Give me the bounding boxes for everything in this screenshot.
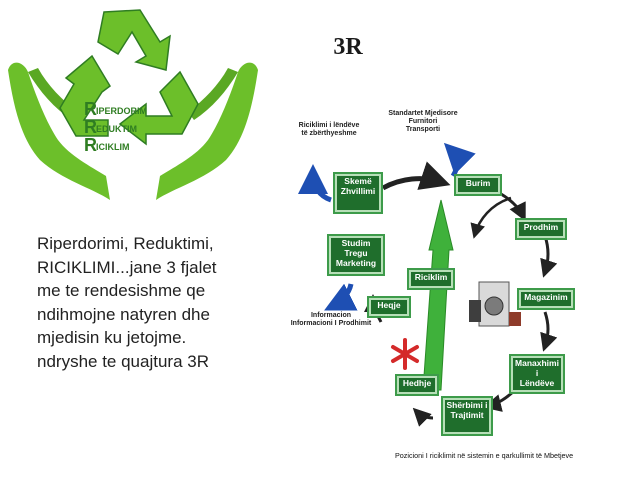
diagram-arrows (298, 142, 558, 427)
slide-title: 3R (333, 34, 363, 60)
recycling-machine-icon (469, 281, 521, 327)
black-arrow (470, 196, 512, 239)
blue-arrow (298, 164, 332, 203)
logo-word3: ICIKLIM (96, 142, 130, 152)
3r-logo: R IPERDORIM R EDUKTIM R ICIKLIM (8, 9, 258, 200)
black-arrow (381, 161, 451, 191)
slide-body: Riperdorimi, Reduktimi, RICIKLIMI...jane… (37, 232, 282, 373)
box-prodhim: Prodhim (515, 218, 567, 240)
logo-r3: R (84, 135, 97, 155)
left-hand-icon (8, 62, 110, 200)
box-hedhje: Hedhje (395, 374, 439, 396)
box-magazinim: Magazinim (517, 288, 575, 310)
diagram-caption: Pozicioni I riciklimit në sistemin e qar… (395, 451, 574, 460)
black-arrow (540, 311, 558, 352)
body-line: ndihmojne natyren dhe (37, 304, 210, 324)
blue-arrow (324, 283, 358, 311)
blue-arrow (443, 142, 476, 178)
logo-word1: IPERDORIM (96, 106, 147, 116)
black-arrow (540, 235, 558, 278)
green-arrow (422, 199, 454, 391)
body-line: RICIKLIMI...jane 3 fjalet (37, 257, 217, 277)
red-asterisk-icon (391, 338, 419, 370)
logo-r2: R (84, 117, 97, 137)
body-line: Riperdorimi, Reduktimi, (37, 234, 214, 253)
black-arrow (500, 192, 526, 222)
logo-r1: R (84, 99, 97, 119)
box-heqje: Heqje (367, 296, 411, 318)
box-riciklim: Riciklim (407, 268, 455, 290)
body-line: ndryshe te quajtura 3R (37, 351, 209, 371)
box-burim: Burim (454, 174, 502, 196)
recycle-icon (59, 9, 199, 146)
logo-word2: EDUKTIM (96, 124, 137, 134)
body-line: me te rendesishme qe (37, 281, 206, 300)
black-arrow (412, 407, 434, 427)
right-hand-icon (156, 62, 258, 200)
body-line: mjedisin ku jetojme. (37, 328, 187, 347)
